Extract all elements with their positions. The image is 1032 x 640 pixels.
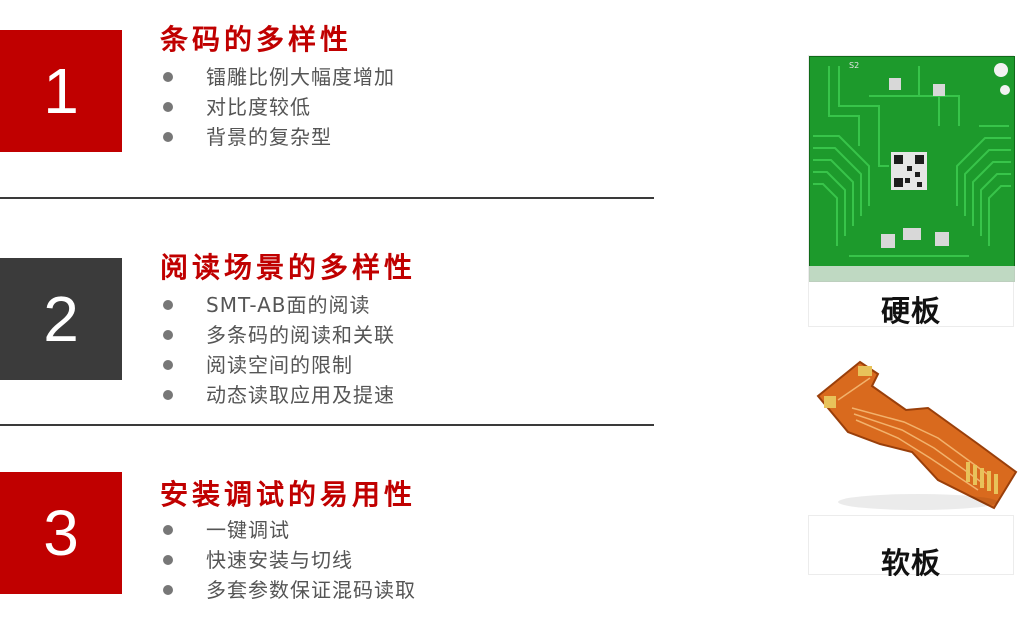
section-title: 阅读场景的多样性 bbox=[160, 251, 417, 284]
section-number-box: 2 bbox=[0, 258, 122, 380]
bullet-dot-icon bbox=[163, 330, 173, 340]
section-number-box: 1 bbox=[0, 30, 122, 152]
list-item: 阅读空间的限制 bbox=[160, 350, 395, 380]
bullet-dot-icon bbox=[163, 132, 173, 142]
list-item: 动态读取应用及提速 bbox=[160, 380, 395, 410]
section-divider bbox=[0, 424, 654, 426]
silkscreen-label: S2 bbox=[849, 61, 859, 70]
section-number-box: 3 bbox=[0, 472, 122, 594]
list-item: 快速安装与切线 bbox=[160, 545, 416, 575]
flex-board-label: 软板 bbox=[880, 546, 941, 580]
rigid-pcb-image: S2 bbox=[809, 56, 1015, 282]
section-title: 条码的多样性 bbox=[160, 23, 353, 56]
bullet-dot-icon bbox=[163, 585, 173, 595]
flex-pcb-image bbox=[816, 360, 1018, 510]
list-item: 一键调试 bbox=[160, 515, 416, 545]
bullet-dot-icon bbox=[163, 525, 173, 535]
section-divider bbox=[0, 197, 654, 199]
bullet-dot-icon bbox=[163, 555, 173, 565]
bullet-dot-icon bbox=[163, 300, 173, 310]
bullet-dot-icon bbox=[163, 390, 173, 400]
bullet-list: SMT-AB面的阅读 多条码的阅读和关联 阅读空间的限制 动态读取应用及提速 bbox=[160, 290, 395, 410]
list-item: 镭雕比例大幅度增加 bbox=[160, 62, 395, 92]
bullet-dot-icon bbox=[163, 360, 173, 370]
bullet-dot-icon bbox=[163, 102, 173, 112]
flex-board-card: 软板 bbox=[808, 515, 1014, 580]
bullet-list: 镭雕比例大幅度增加 对比度较低 背景的复杂型 bbox=[160, 62, 395, 152]
section-number: 3 bbox=[43, 497, 79, 569]
section-title: 安装调试的易用性 bbox=[160, 478, 417, 511]
list-item: 对比度较低 bbox=[160, 92, 395, 122]
section-number: 2 bbox=[43, 283, 79, 355]
list-item: 背景的复杂型 bbox=[160, 122, 395, 152]
rigid-board-card: S2 硬板 bbox=[808, 55, 1015, 328]
bullet-dot-icon bbox=[163, 72, 173, 82]
list-item: SMT-AB面的阅读 bbox=[160, 290, 395, 320]
section-number: 1 bbox=[43, 55, 79, 127]
list-item: 多套参数保证混码读取 bbox=[160, 575, 416, 605]
bullet-list: 一键调试 快速安装与切线 多套参数保证混码读取 bbox=[160, 515, 416, 605]
rigid-board-label: 硬板 bbox=[880, 294, 941, 328]
list-item: 多条码的阅读和关联 bbox=[160, 320, 395, 350]
